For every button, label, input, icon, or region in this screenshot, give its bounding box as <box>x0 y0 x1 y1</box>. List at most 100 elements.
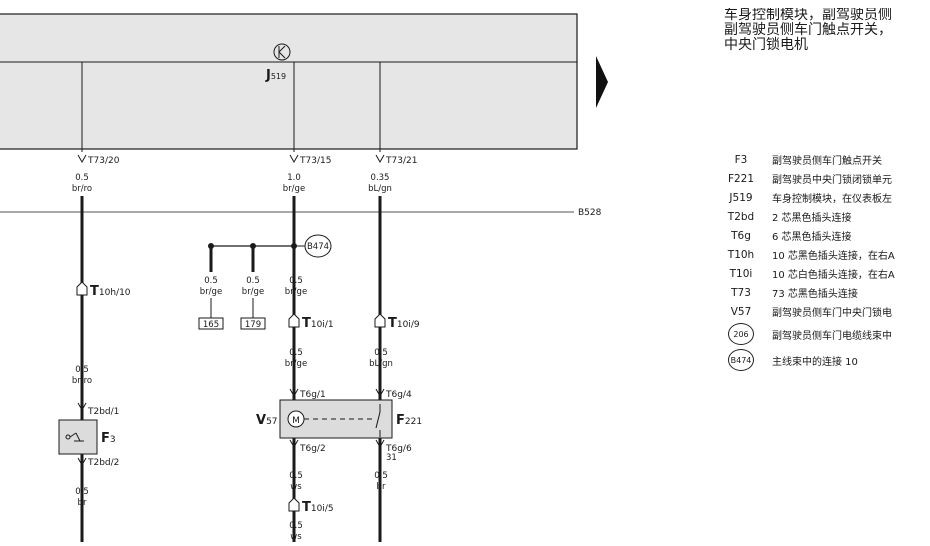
svg-text:T2bd/2: T2bd/2 <box>87 458 119 468</box>
legend-code: V57 <box>730 305 752 318</box>
svg-text:br/ge: br/ge <box>285 287 307 297</box>
svg-text:F221: F221 <box>396 413 422 428</box>
legend-description: 73 芯黑色插头连接 <box>772 289 858 300</box>
svg-text:0.5: 0.5 <box>75 173 89 183</box>
svg-text:165: 165 <box>203 320 219 330</box>
legend-description: 副驾驶员侧车门触点开关 <box>772 156 882 167</box>
svg-text:0.5: 0.5 <box>204 276 218 286</box>
title-line-1: 车身控制模块，副驾驶员侧 <box>724 8 892 23</box>
legend-description: 主线束中的连接 10 <box>772 356 858 368</box>
svg-text:B474: B474 <box>307 242 329 252</box>
svg-text:T6g/1: T6g/1 <box>299 390 326 400</box>
continuation-arrow-icon <box>596 56 608 108</box>
legend-code: T10i <box>729 267 753 280</box>
legend-description: 副驾驶员中央门锁闭锁单元 <box>772 175 892 186</box>
svg-text:bL/gn: bL/gn <box>368 184 392 194</box>
legend-row: T6g 6 芯黑色插头连接 <box>722 226 930 245</box>
svg-text:bL/gn: bL/gn <box>369 359 393 369</box>
node-b474: B474 <box>304 234 332 258</box>
title-line-2: 副驾驶员侧车门触点开关， <box>724 22 892 38</box>
legend-description: 10 芯黑色插头连接，在右A <box>772 251 895 262</box>
wire-center-mid-label: 0.5 br/ge <box>285 348 307 369</box>
pin-t73-21: T73/21 0.35 bL/gn <box>368 154 417 194</box>
wire-center-last-label: 0.5 ws <box>289 521 303 542</box>
door-contact-switch-icon <box>65 432 84 442</box>
svg-text:0.5: 0.5 <box>75 365 89 375</box>
svg-text:0.5: 0.5 <box>289 348 303 358</box>
svg-text:br/ge: br/ge <box>242 287 264 297</box>
legend-row: V57 副驾驶员侧车门中央门锁电 <box>722 302 930 321</box>
svg-text:0.35: 0.35 <box>371 173 390 183</box>
svg-text:0.5: 0.5 <box>374 348 388 358</box>
wire-right-mid-label: 0.5 bL/gn <box>369 348 393 369</box>
legend-code: T2bd <box>727 210 755 223</box>
legend-row: J519 车身控制模块，在仪表板左 <box>722 188 930 207</box>
wire-left-mid-label: 0.5 br/ro <box>72 365 92 386</box>
svg-text:V57: V57 <box>256 413 278 428</box>
svg-text:T6g/6: T6g/6 <box>385 444 412 454</box>
connector-t10i-5: T10i/5 <box>288 497 334 515</box>
legend-code: T73 <box>731 286 751 299</box>
svg-text:0.5: 0.5 <box>289 276 303 286</box>
svg-text:T10i/1: T10i/1 <box>302 316 334 331</box>
title-line-3: 中央门锁电机 <box>724 37 808 53</box>
svg-text:T6g/2: T6g/2 <box>299 444 326 454</box>
svg-text:0.5: 0.5 <box>289 521 303 531</box>
legend-code: T10h <box>727 248 755 261</box>
svg-text:T73/21: T73/21 <box>385 156 417 166</box>
legend-row: B474 主线束中的连接 10 <box>722 347 930 373</box>
legend-description: 车身控制模块，在仪表板左 <box>772 194 892 205</box>
diagram-title: 车身控制模块，副驾驶员侧 副驾驶员侧车门触点开关， 中央门锁电机 <box>724 8 930 53</box>
legend-row: T10i 10 芯白色插头连接，在右A <box>722 264 930 283</box>
motor-lock-unit: T6g/1 T6g/4 M V57 F221 T6g/2 T6g/6 31 <box>256 388 422 463</box>
svg-text:0.5: 0.5 <box>75 487 89 497</box>
svg-text:br/ge: br/ge <box>285 359 307 369</box>
module-symbol-icon <box>273 43 291 61</box>
legend-description: 6 芯黑色插头连接 <box>772 232 852 243</box>
svg-text:br/ge: br/ge <box>283 184 305 194</box>
legend-description: 副驾驶员侧车门中央门锁电 <box>772 308 892 319</box>
svg-text:ws: ws <box>290 482 302 492</box>
junction-dot-2 <box>250 243 256 249</box>
branch-3-label: 0.5 br/ge <box>285 276 307 297</box>
legend-row: T73 73 芯黑色插头连接 <box>722 283 930 302</box>
svg-text:br/ro: br/ro <box>72 376 92 386</box>
svg-text:T73/20: T73/20 <box>87 156 120 166</box>
svg-text:F3: F3 <box>101 431 116 446</box>
legend-code: B474 <box>722 349 760 371</box>
svg-text:M: M <box>292 416 300 426</box>
legend-description: 10 芯白色插头连接，在右A <box>772 270 895 281</box>
svg-text:T10i/5: T10i/5 <box>302 500 334 515</box>
pin-t73-15: T73/15 1.0 br/ge <box>283 154 331 194</box>
svg-text:T73/15: T73/15 <box>299 156 331 166</box>
module-box <box>0 13 578 150</box>
connector-t10i-1: T10i/1 <box>288 313 334 331</box>
svg-text:0.5: 0.5 <box>374 471 388 481</box>
connector-t10h-10: T10h/10 <box>76 281 131 299</box>
wire-left-bottom-label: 0.5 br <box>75 487 89 508</box>
legend-row: F221 副驾驶员中央门锁闭锁单元 <box>722 169 930 188</box>
svg-text:br/ro: br/ro <box>72 184 92 194</box>
svg-text:br/ge: br/ge <box>200 287 222 297</box>
lock-switch-icon <box>375 404 381 437</box>
junction-dot-1 <box>208 243 214 249</box>
legend-code: F221 <box>727 172 755 185</box>
legend-code: T6g <box>731 229 751 242</box>
svg-text:T2bd/1: T2bd/1 <box>87 407 119 417</box>
legend-code: J519 <box>729 191 753 204</box>
svg-text:ws: ws <box>290 532 302 542</box>
legend-code: 206 <box>722 323 760 345</box>
legend-circled-code: B474 <box>728 349 754 371</box>
svg-text:1.0: 1.0 <box>287 173 301 183</box>
svg-text:T6g/4: T6g/4 <box>385 390 412 400</box>
svg-text:179: 179 <box>245 320 261 330</box>
connector-t10i-9: T10i/9 <box>374 313 420 331</box>
svg-text:br: br <box>377 482 386 492</box>
wire-center-bottom-label: 0.5 ws <box>289 471 303 492</box>
legend-row: T10h 10 芯黑色插头连接，在右A <box>722 245 930 264</box>
